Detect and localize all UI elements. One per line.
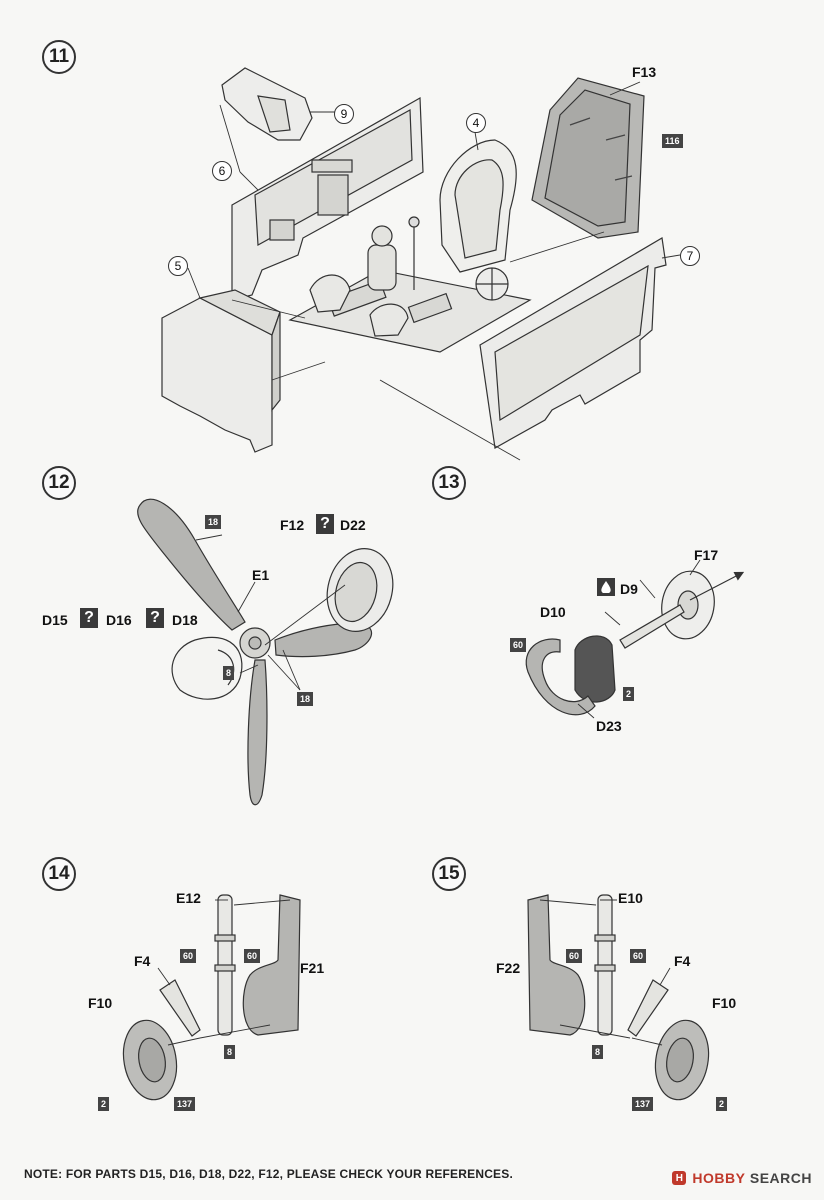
- part-label-f10: F10: [712, 995, 737, 1011]
- part-label-f4: F4: [674, 953, 691, 969]
- part-label-e10: E10: [618, 890, 643, 906]
- paint-code-18: 18: [205, 515, 222, 529]
- footer-note: NOTE: FOR PARTS D15, D16, D18, D22, F12,…: [24, 1167, 513, 1181]
- wheel-f10-right: [654, 1019, 710, 1101]
- oxygen-bottle: [367, 225, 397, 291]
- instrument-panel-front: [161, 289, 281, 453]
- part-label-f4: F4: [134, 953, 151, 969]
- tyre-d10: [574, 635, 616, 703]
- wheel-disc-f17: [661, 570, 715, 640]
- part-label-d23: D23: [596, 718, 622, 734]
- step-number-15: 15: [432, 857, 466, 891]
- callout-7: 7: [680, 246, 700, 266]
- propeller-hub: [239, 627, 271, 659]
- step-number-12: 12: [42, 466, 76, 500]
- paint-code-18: 18: [297, 692, 314, 706]
- gear-leg-e10: [594, 894, 616, 1036]
- control-stick: [408, 216, 420, 290]
- part-label-d9: D9: [620, 581, 638, 597]
- part-label-d18: D18: [172, 612, 198, 628]
- paint-code-8: 8: [223, 666, 235, 680]
- part-label-d16: D16: [106, 612, 132, 628]
- paint-code-2: 2: [623, 687, 635, 701]
- propeller-blade-upper: [137, 498, 246, 631]
- spinner-backplate: [326, 547, 394, 633]
- hobby-search-logo: H HOBBY SEARCH: [672, 1170, 812, 1186]
- paint-code-60: 60: [180, 949, 197, 963]
- cockpit-side-wall-left: [231, 96, 424, 301]
- part-label-f21: F21: [300, 960, 325, 976]
- paint-code-137: 137: [632, 1097, 654, 1111]
- shaft-d9: [619, 571, 745, 649]
- gear-door-f22: [527, 894, 586, 1036]
- part-label-f10: F10: [88, 995, 113, 1011]
- step-number-11: 11: [42, 40, 76, 74]
- callout-6: 6: [212, 161, 232, 181]
- rudder-pedals: [309, 274, 409, 337]
- part-label-f13: F13: [632, 64, 657, 80]
- gunsight-cover: [221, 67, 313, 141]
- callout-5: 5: [168, 256, 188, 276]
- logo-text: HOBBY SEARCH: [692, 1170, 812, 1186]
- callout-9: 9: [334, 104, 354, 124]
- paint-code-2: 2: [716, 1097, 728, 1111]
- gear-leg-e12: [214, 894, 236, 1036]
- paint-code-137: 137: [174, 1097, 196, 1111]
- part-label-e1: E1: [252, 567, 270, 583]
- question-icon: ?: [316, 514, 334, 534]
- question-icon: ?: [146, 608, 164, 628]
- logo-text-hobby: HOBBY: [692, 1170, 746, 1186]
- question-icon: ?: [80, 608, 98, 628]
- paint-drop-icon: [597, 578, 615, 596]
- step-number-13: 13: [432, 466, 466, 500]
- paint-code-2: 2: [98, 1097, 110, 1111]
- paint-code-60: 60: [510, 638, 527, 652]
- rear-bulkhead: [531, 77, 645, 239]
- paint-code-60: 60: [566, 949, 583, 963]
- wheel-f10-left: [122, 1019, 178, 1101]
- paint-code-60: 60: [630, 949, 647, 963]
- spinner-cone: [171, 636, 243, 700]
- part-label-e12: E12: [176, 890, 201, 906]
- torque-link-f4-right: [627, 979, 669, 1037]
- torque-link-f4: [159, 979, 201, 1037]
- part-label-f22: F22: [496, 960, 521, 976]
- seat-wheel: [475, 267, 509, 301]
- logo-text-search: SEARCH: [749, 1170, 812, 1186]
- paint-code-60: 60: [244, 949, 261, 963]
- seat: [439, 139, 517, 273]
- paint-code-8: 8: [224, 1045, 236, 1059]
- half-tyre-d23: [525, 638, 596, 716]
- cockpit-side-wall-right: [479, 237, 667, 449]
- part-label-d10: D10: [540, 604, 566, 620]
- part-label-f17: F17: [694, 547, 719, 563]
- propeller-blade-right: [274, 623, 373, 658]
- part-label-f12: F12: [280, 517, 305, 533]
- gear-door-f21: [242, 894, 301, 1036]
- callout-4: 4: [466, 113, 486, 133]
- part-label-d15: D15: [42, 612, 68, 628]
- part-label-d22: D22: [340, 517, 366, 533]
- logo-mark-icon: H: [672, 1171, 687, 1185]
- paint-code-116: 116: [662, 134, 683, 148]
- paint-code-8: 8: [592, 1045, 604, 1059]
- step-number-14: 14: [42, 857, 76, 891]
- propeller-blade-lower: [247, 659, 268, 806]
